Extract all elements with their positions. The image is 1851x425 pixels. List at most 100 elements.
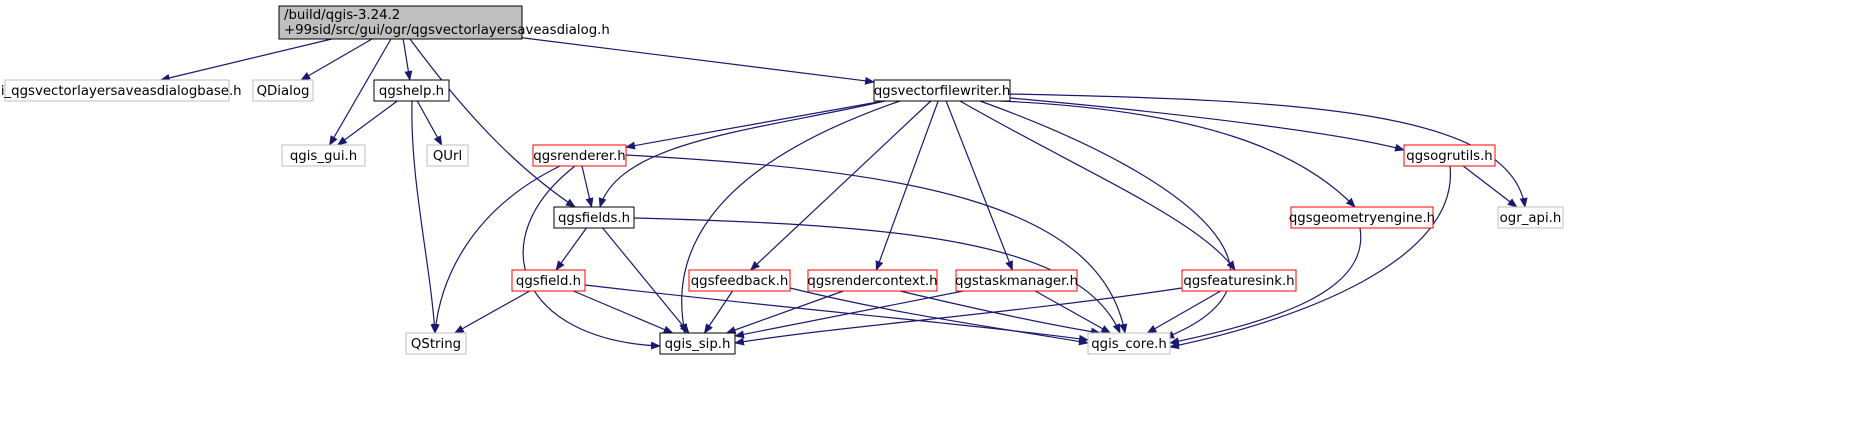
node-label: qgsfield.h — [516, 274, 581, 289]
edge-qgsgeometryengine-to-qgis_core — [1169, 227, 1362, 346]
edge-qgsvectorfilewriter-to-qgsrenderer — [625, 100, 884, 150]
edge-qgsvectorfilewriter-to-qgsfeedback — [749, 100, 932, 271]
edge-root-to-qgis_gui — [329, 38, 392, 146]
node-label: qgis_core.h — [1091, 337, 1167, 352]
node-label: ogr_api.h — [1500, 211, 1562, 226]
node-qgis_core[interactable]: qgis_core.h — [1087, 332, 1171, 355]
edge-qgsvectorfilewriter-to-qgsgeometryengine — [999, 100, 1356, 208]
node-box — [511, 269, 586, 292]
edge-qgsrenderer-to-qgsfields — [581, 165, 594, 208]
edge-qgsfeaturesink-to-qgis_sip — [734, 287, 1183, 346]
node-qdialog[interactable]: QDialog — [252, 79, 314, 102]
node-qgsgeometryengine[interactable]: qgsgeometryengine.h — [1289, 206, 1435, 229]
node-box — [1290, 206, 1434, 229]
edge-qgsfeaturesink-to-qgis_core — [1146, 290, 1221, 334]
edge-qgsrenderer-to-qgis_core — [625, 154, 1128, 334]
node-label: /build/qgis-3.24.2 — [284, 8, 400, 23]
node-ogr_api[interactable]: ogr_api.h — [1497, 206, 1564, 229]
edge-qgsfields-to-qgsfield — [555, 227, 587, 271]
node-box — [281, 144, 366, 167]
edge-qgsvectorfilewriter-to-qgis_sip — [679, 100, 901, 334]
node-label: qgsrenderer.h — [533, 149, 625, 164]
node-qgstaskmanager[interactable]: qgstaskmanager.h — [955, 269, 1078, 292]
edge-qgsfeedback-to-qgis_core — [789, 287, 1089, 346]
node-label: +99sid/src/gui/ogr/qgsvectorlayersaveasd… — [284, 23, 610, 38]
edge-root-to-qgshelp — [402, 38, 413, 81]
node-label: QDialog — [257, 84, 310, 99]
edge-qgstaskmanager-to-qgis_sip — [734, 290, 964, 339]
node-label: ui_qgsvectorlayersaveasdialogbase.h — [0, 84, 242, 99]
edge-qgsvectorfilewriter-to-qgstaskmanager — [945, 100, 1013, 271]
edge-qgsvectorfilewriter-to-qgsrendercontext — [875, 100, 939, 271]
node-qgsfeaturesink[interactable]: qgsfeaturesink.h — [1181, 269, 1297, 292]
node-box — [873, 79, 1011, 102]
node-label: qgsogrutils.h — [1406, 149, 1492, 164]
edge-qgshelp-to-qstring — [411, 100, 439, 334]
node-box — [532, 144, 627, 167]
node-box — [688, 269, 791, 292]
node-box — [278, 5, 523, 40]
node-label: qgsrendercontext.h — [807, 274, 937, 289]
node-label: qgis_sip.h — [665, 337, 731, 352]
node-label: qgsvectorfilewriter.h — [874, 84, 1011, 99]
node-qgsfeedback[interactable]: qgsfeedback.h — [688, 269, 791, 292]
node-ui_base[interactable]: ui_qgsvectorlayersaveasdialogbase.h — [0, 79, 242, 102]
node-box — [659, 332, 736, 355]
node-box — [405, 332, 467, 355]
node-label: qgsfeedback.h — [691, 274, 789, 289]
edge-qgsfields-to-qgis_sip — [602, 227, 690, 334]
edge-qgsfeedback-to-qgis_sip — [703, 290, 733, 334]
edge-qgsogrutils-to-ogr_api — [1462, 165, 1518, 208]
node-box — [4, 79, 230, 102]
edge-qgsvectorfilewriter-to-qgsogrutils — [1009, 97, 1405, 152]
node-qgshelp[interactable]: qgshelp.h — [373, 79, 450, 102]
edge-root-to-qgsvectorfilewriter — [521, 37, 875, 85]
node-box — [252, 79, 314, 102]
edge-qgshelp-to-qgis_gui — [336, 100, 398, 146]
node-box — [955, 269, 1078, 292]
node-box — [553, 206, 635, 229]
edge-qgsogrutils-to-qgis_core — [1169, 165, 1451, 350]
node-box — [373, 79, 450, 102]
node-qgis_gui[interactable]: qgis_gui.h — [281, 144, 366, 167]
node-qurl[interactable]: QUrl — [426, 144, 469, 167]
edge-qgsvectorfilewriter-to-qgis_core — [979, 100, 1231, 339]
node-qgsvectorfilewriter[interactable]: qgsvectorfilewriter.h — [873, 79, 1011, 102]
edge-qgsfield-to-qgis_core — [584, 284, 1089, 343]
node-qgis_sip[interactable]: qgis_sip.h — [659, 332, 736, 355]
node-label: qgsgeometryengine.h — [1289, 211, 1435, 226]
node-root[interactable]: /build/qgis-3.24.2+99sid/src/gui/ogr/qgs… — [278, 5, 610, 40]
edge-qgshelp-to-qurl — [416, 100, 443, 146]
node-label: qgsfields.h — [558, 211, 630, 226]
node-label: qgis_gui.h — [290, 149, 357, 164]
edge-qgstaskmanager-to-qgis_core — [1034, 290, 1112, 334]
edge-qgsfield-to-qgis_sip — [573, 290, 674, 334]
edge-qgsfield-to-qstring — [453, 290, 531, 334]
node-label: qgsfeaturesink.h — [1183, 274, 1294, 289]
node-qgsrenderer[interactable]: qgsrenderer.h — [532, 144, 627, 167]
edge-qgsrenderer-to-qstring — [431, 165, 561, 334]
node-box — [807, 269, 938, 292]
edge-qgsrendercontext-to-qgis_sip — [725, 290, 844, 334]
node-box — [1403, 144, 1496, 167]
edge-root-to-qgsfields — [409, 38, 576, 208]
node-label: QString — [411, 337, 461, 352]
node-box — [1181, 269, 1297, 292]
edge-qgsvectorfilewriter-to-qgsfeaturesink — [959, 100, 1236, 271]
node-qgsfield[interactable]: qgsfield.h — [511, 269, 586, 292]
node-qstring[interactable]: QString — [405, 332, 467, 355]
node-label: QUrl — [433, 149, 462, 164]
node-box — [1087, 332, 1171, 355]
node-label: qgstaskmanager.h — [955, 274, 1078, 289]
edge-qgsvectorfilewriter-to-ogr_api — [1009, 93, 1528, 208]
node-qgsogrutils[interactable]: qgsogrutils.h — [1403, 144, 1496, 167]
edge-qgsvectorfilewriter-to-qgsfields — [598, 100, 886, 208]
edge-root-to-ui_base — [159, 38, 332, 82]
node-qgsfields[interactable]: qgsfields.h — [553, 206, 635, 229]
node-box — [1497, 206, 1564, 229]
edge-root-to-qdialog — [300, 38, 373, 81]
node-label: qgshelp.h — [379, 84, 444, 99]
node-qgsrendercontext[interactable]: qgsrendercontext.h — [807, 269, 938, 292]
edge-qgsfields-to-qgis_core — [633, 217, 1121, 334]
